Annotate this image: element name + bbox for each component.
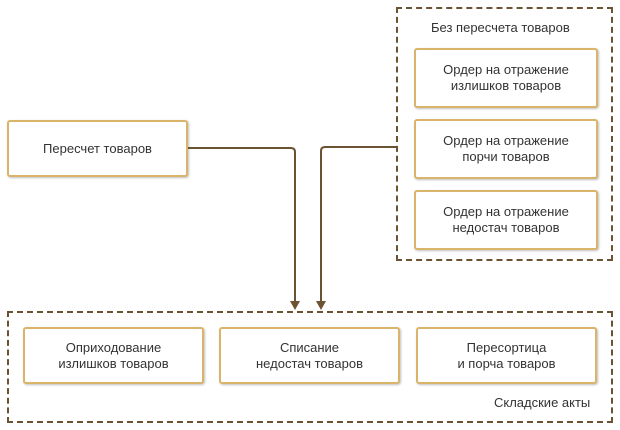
order-shortage-box: Ордер на отражение недостач товаров [414, 190, 598, 250]
warehouse-acts-group-title: Складские акты [494, 395, 591, 410]
order-spoilage-box: Ордер на отражение порчи товаров [414, 119, 598, 179]
recount-box: Пересчет товаров [7, 120, 188, 177]
connector-without-recount-to-acts [316, 146, 396, 310]
connector-recount-to-acts [188, 147, 300, 310]
order-surplus-box: Ордер на отражение излишков товаров [414, 48, 598, 108]
shortage-writeoff-box: Списание недостач товаров [219, 327, 400, 384]
regrading-spoilage-box: Пересортица и порча товаров [416, 327, 597, 384]
without-recount-group-title: Без пересчета товаров [431, 20, 570, 35]
surplus-receipt-box: Оприходование излишков товаров [23, 327, 204, 384]
without-recount-group [396, 7, 613, 261]
warehouse-acts-group [7, 311, 613, 423]
